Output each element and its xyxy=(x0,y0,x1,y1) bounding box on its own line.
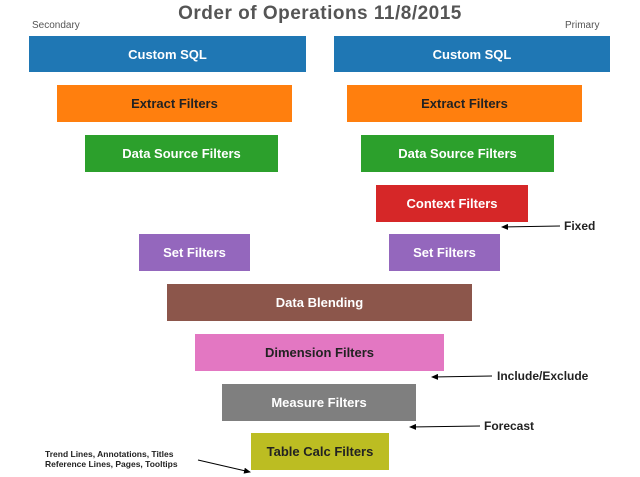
secondary-extract-filters-box: Extract Filters xyxy=(57,85,292,122)
table-calc-note: Trend Lines, Annotations, Titles Referen… xyxy=(45,449,178,469)
table-calc-note-line-2: Reference Lines, Pages, Tooltips xyxy=(45,459,178,469)
table-calc-filters-box: Table Calc Filters xyxy=(251,433,389,470)
forecast-annotation: Forecast xyxy=(484,419,535,433)
table-calc-note-line-1: Trend Lines, Annotations, Titles xyxy=(45,449,174,459)
primary-data-source-filters-box: Data Source Filters xyxy=(361,135,554,172)
fixed-arrow xyxy=(501,223,561,230)
measure-filters-box: Measure Filters xyxy=(222,384,416,421)
secondary-data-source-filters-box: Data Source Filters xyxy=(85,135,278,172)
fixed-annotation: Fixed xyxy=(564,219,596,233)
include-exclude-annotation: Include/Exclude xyxy=(497,369,589,383)
primary-column-label: Primary xyxy=(565,20,600,31)
include-exclude-arrow xyxy=(431,373,493,380)
primary-set-filters-box: Set Filters xyxy=(389,234,500,271)
dimension-filters-box: Dimension Filters xyxy=(195,334,444,371)
diagram-title: Order of Operations 11/8/2015 xyxy=(178,3,462,24)
secondary-column-label: Secondary xyxy=(32,20,80,31)
primary-context-filters-box: Context Filters xyxy=(376,185,528,222)
primary-extract-filters-box: Extract Filters xyxy=(347,85,582,122)
data-blending-box: Data Blending xyxy=(167,284,472,321)
forecast-arrow xyxy=(409,423,481,430)
table-calc-note-arrow xyxy=(197,459,251,474)
secondary-custom-sql-box: Custom SQL xyxy=(29,36,306,72)
primary-custom-sql-box: Custom SQL xyxy=(334,36,610,72)
secondary-set-filters-box: Set Filters xyxy=(139,234,250,271)
